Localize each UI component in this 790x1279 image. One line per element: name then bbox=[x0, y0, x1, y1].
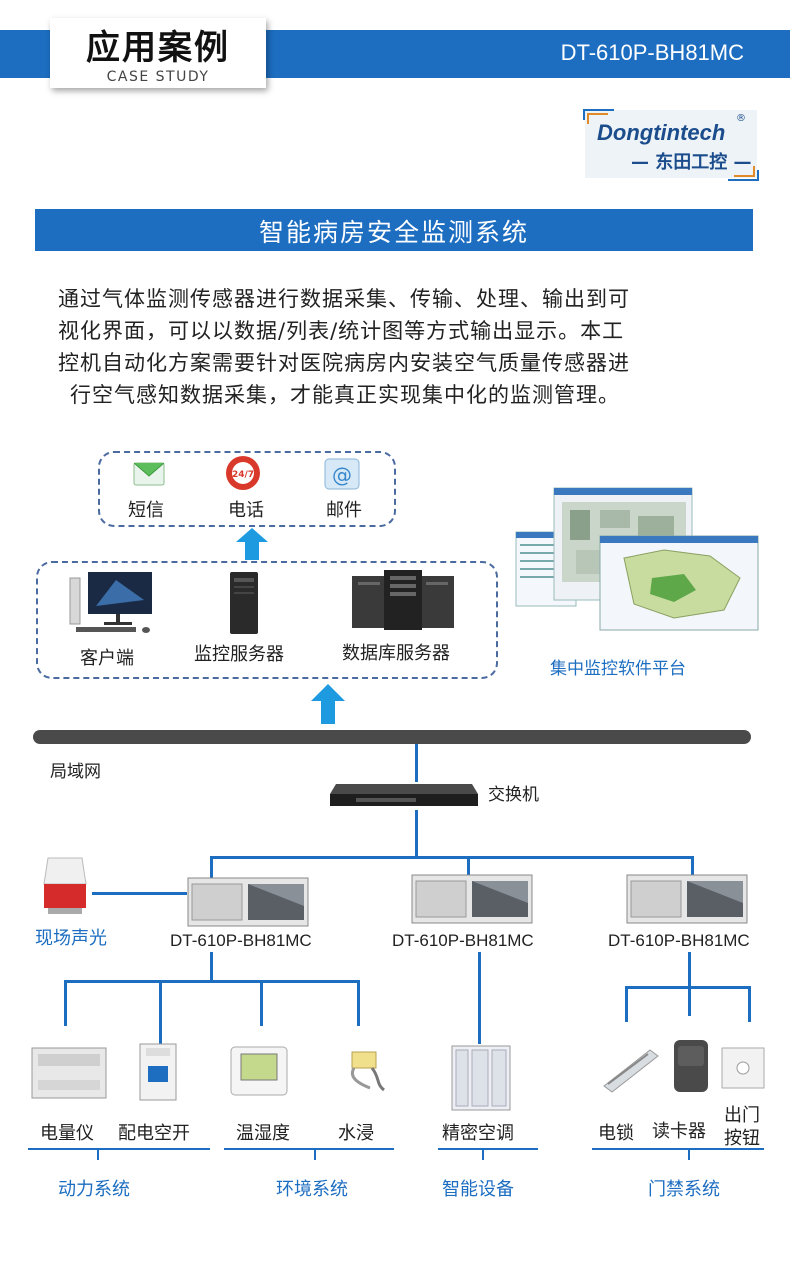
up-arrow-icon bbox=[311, 684, 345, 724]
up-arrow-icon bbox=[236, 528, 268, 560]
notify-group bbox=[98, 451, 396, 527]
intro-paragraph: 通过气体监测传感器进行数据采集、传输、处理、输出到可 视化界面，可以以数据/列表… bbox=[58, 283, 748, 411]
lock-label: 电锁 bbox=[598, 1123, 634, 1144]
switch-icon bbox=[330, 784, 478, 806]
electric-lock-icon bbox=[603, 1049, 659, 1093]
ipc3-icon bbox=[626, 874, 748, 924]
exit-button-icon bbox=[721, 1047, 765, 1089]
ipc1-icon bbox=[187, 877, 309, 927]
monitor-server-label: 监控服务器 bbox=[194, 644, 284, 665]
platform-label: 集中监控软件平台 bbox=[550, 659, 686, 679]
ipc3-down bbox=[688, 952, 691, 988]
alarm-label: 现场声光 bbox=[35, 928, 107, 949]
intro-line-2: 视化界面，可以以数据/列表/统计图等方式输出显示。本工 bbox=[58, 319, 625, 343]
env-system-label: 环境系统 bbox=[276, 1179, 348, 1200]
client-pc-icon bbox=[69, 572, 152, 633]
case-study-box bbox=[50, 18, 266, 88]
ipc2-label: DT-610P-BH81MC bbox=[392, 931, 534, 950]
temp-label: 温湿度 bbox=[236, 1123, 290, 1144]
exit-label-line1: 出门 bbox=[724, 1105, 760, 1126]
power-system-label: 动力系统 bbox=[58, 1179, 130, 1200]
logo-text-en: Dongtintech bbox=[597, 120, 726, 145]
water-label: 水浸 bbox=[338, 1123, 374, 1144]
breaker-link bbox=[159, 980, 162, 1044]
precision-ac-icon bbox=[451, 1045, 511, 1111]
access-system-label: 门禁系统 bbox=[648, 1179, 720, 1200]
lan-bus bbox=[33, 730, 751, 744]
database-server-label: 数据库服务器 bbox=[342, 643, 450, 664]
ipc1-label: DT-610P-BH81MC bbox=[170, 931, 312, 950]
reader-link bbox=[688, 986, 691, 1016]
smart-system-label: 智能设备 bbox=[442, 1179, 514, 1200]
ipc1-link bbox=[210, 856, 213, 880]
intro-line-4: 行空气感知数据采集，才能真正实现集中化的监测管理。 bbox=[70, 383, 620, 407]
ipc2-down bbox=[478, 952, 481, 1044]
model-name: DT-610P-BH81MC bbox=[560, 40, 744, 65]
meter-label: 电量仪 bbox=[40, 1123, 94, 1144]
switch-label: 交换机 bbox=[488, 785, 539, 805]
meter-link bbox=[64, 980, 67, 1026]
logo bbox=[585, 110, 757, 178]
ac-label: 精密空调 bbox=[442, 1123, 514, 1144]
case-subtitle: CASE STUDY bbox=[106, 69, 210, 85]
section-bar bbox=[35, 209, 753, 251]
intro-line-3: 控机自动化方案需要针对医院病房内安装空气质量传感器进 bbox=[58, 351, 630, 375]
monitor-server-icon bbox=[230, 572, 258, 634]
logo-reg: ® bbox=[736, 113, 746, 124]
logo-text-cn: — 东田工控 — bbox=[631, 152, 752, 173]
intro-line-1: 通过气体监测传感器进行数据采集、传输、处理、输出到可 bbox=[58, 287, 630, 311]
switch-uplink bbox=[415, 744, 418, 782]
ipc2-link bbox=[467, 856, 470, 876]
power-system-bracket bbox=[28, 1148, 210, 1150]
exit-label-line2: 按钮 bbox=[724, 1128, 760, 1149]
ipc-bus bbox=[210, 856, 693, 859]
sms-label: 短信 bbox=[128, 500, 164, 521]
water-link bbox=[357, 980, 360, 1026]
sms-icon bbox=[133, 462, 165, 486]
temp-link bbox=[260, 980, 263, 1026]
database-server-icon bbox=[352, 570, 454, 630]
circuit-breaker-icon bbox=[139, 1043, 177, 1101]
ipc1-bus bbox=[64, 980, 360, 983]
lan-label: 局域网 bbox=[50, 762, 101, 782]
thermo-hygrometer-icon bbox=[230, 1046, 288, 1096]
access-system-tick bbox=[688, 1148, 690, 1160]
ipc3-link bbox=[691, 856, 694, 876]
logo-frame-icon bbox=[583, 109, 759, 181]
env-system-tick bbox=[314, 1148, 316, 1160]
power-meter-icon bbox=[31, 1047, 107, 1099]
phone-label: 电话 bbox=[228, 500, 264, 521]
env-system-bracket bbox=[224, 1148, 394, 1150]
smart-system-bracket bbox=[438, 1148, 538, 1150]
phone-icon: 24/7 bbox=[226, 456, 260, 490]
client-label: 客户端 bbox=[80, 648, 134, 669]
alarm-light-icon bbox=[43, 857, 87, 914]
svg-text:@: @ bbox=[332, 463, 352, 487]
ipc2-icon bbox=[411, 874, 533, 924]
water-sensor-icon bbox=[351, 1051, 385, 1092]
reader-label: 读卡器 bbox=[652, 1121, 706, 1142]
software-platform-screens bbox=[515, 487, 759, 631]
lock-link bbox=[625, 986, 628, 1022]
access-system-bracket bbox=[592, 1148, 764, 1150]
exit-link bbox=[748, 986, 751, 1022]
mail-label: 邮件 bbox=[326, 500, 362, 521]
mail-icon: @ bbox=[324, 458, 360, 490]
server-group bbox=[36, 561, 498, 679]
breaker-label: 配电空开 bbox=[118, 1123, 190, 1144]
card-reader-icon bbox=[674, 1040, 708, 1092]
ipc3-label: DT-610P-BH81MC bbox=[608, 931, 750, 950]
case-title: 应用案例 bbox=[86, 28, 230, 68]
smart-system-tick bbox=[482, 1148, 484, 1160]
phone-badge: 24/7 bbox=[232, 470, 254, 480]
alarm-link bbox=[92, 892, 187, 895]
ipc1-down bbox=[210, 952, 213, 982]
switch-downlink bbox=[415, 810, 418, 858]
power-system-tick bbox=[97, 1148, 99, 1160]
section-title: 智能病房安全监测系统 bbox=[258, 218, 529, 247]
